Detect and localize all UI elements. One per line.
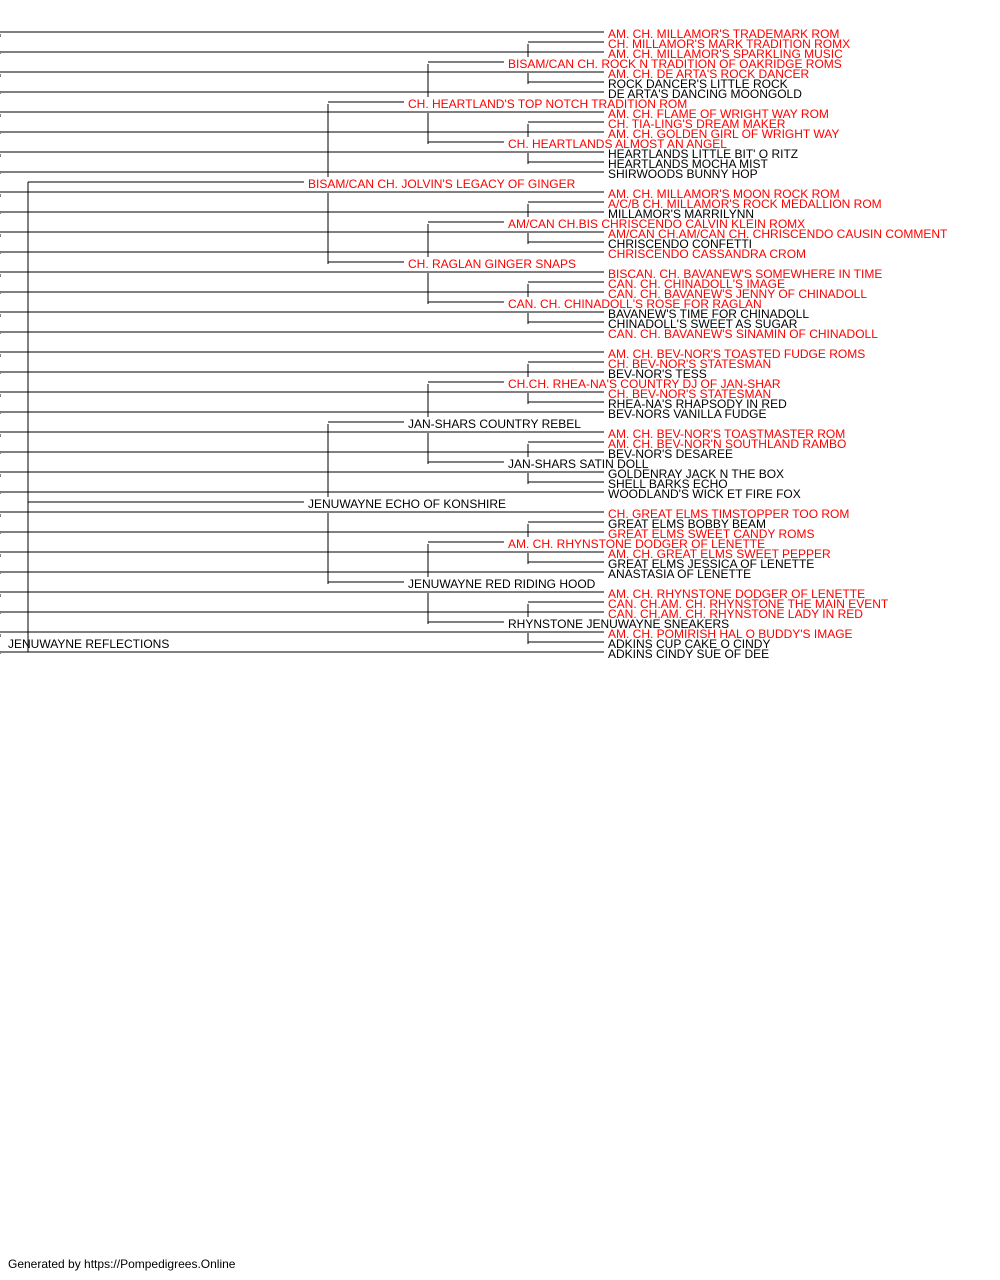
pedigree-name-sire-dam-sire: AM/CAN CH.BIS CHRISCENDO CALVIN KLEIN RO… bbox=[508, 217, 805, 231]
pedigree-name-dam-sire-sire-sire-dam: BEV-NOR'S TESS bbox=[608, 367, 707, 381]
pedigree-name-dam-sire-dam-dam-dam: WOODLAND'S WICK ET FIRE FOX bbox=[608, 487, 801, 501]
pedigree-name-dam-sire-sire-dam-dam: BEV-NORS VANILLA FUDGE bbox=[608, 407, 767, 421]
pedigree-name-dam-dam-dam: RHYNSTONE JENUWAYNE SNEAKERS bbox=[508, 617, 729, 631]
pedigree-name-dam-sire-dam-dam-sire: GOLDENRAY JACK N THE BOX bbox=[608, 467, 784, 481]
pedigree-name-dam-sire-sire-sire-sire: AM. CH. BEV-NOR'S TOASTED FUDGE ROMS bbox=[608, 347, 865, 361]
pedigree-name-sire-dam-sire-sire-sire: AM. CH. MILLAMOR'S MOON ROCK ROM bbox=[608, 187, 840, 201]
pedigree-name-dam-sire-dam: JAN-SHARS SATIN DOLL bbox=[508, 457, 649, 471]
pedigree-name-sire-dam-dam-dam-sire: BAVANEW'S TIME FOR CHINADOLL bbox=[608, 307, 809, 321]
pedigree-name-sire-sire-dam-sire-sire: AM. CH. FLAME OF WRIGHT WAY ROM bbox=[608, 107, 829, 121]
pedigree-name-dam-sire-dam-sire: AM. CH. BEV-NOR'N SOUTHLAND RAMBO bbox=[608, 437, 846, 451]
pedigree-name-dam-sire-dam-sire-dam: BEV-NOR'S DESAREE bbox=[608, 447, 733, 461]
pedigree-name-sire-dam-sire-dam: CHRISCENDO CONFETTI bbox=[608, 237, 752, 251]
pedigree-name-sire-dam-sire-dam-sire: AM/CAN CH.AM/CAN CH. CHRISCENDO CAUSIN C… bbox=[608, 227, 948, 241]
pedigree-name-dam-dam-dam-dam-sire: AM. CH. POMIRISH HAL O BUDDY'S IMAGE bbox=[608, 627, 853, 641]
pedigree-name-sire-dam: CH. RAGLAN GINGER SNAPS bbox=[408, 257, 576, 271]
pedigree-name-sire-dam-dam-sire: CAN. CH. CHINADOLL'S IMAGE bbox=[608, 277, 785, 291]
pedigree-name-sire-sire-dam: CH. HEARTLANDS ALMOST AN ANGEL bbox=[508, 137, 727, 151]
pedigree-name-sire-sire-sire: BISAM/CAN CH. ROCK N TRADITION OF OAKRID… bbox=[508, 57, 842, 71]
pedigree-name-sire-dam-dam-sire-dam: CAN. CH. BAVANEW'S JENNY OF CHINADOLL bbox=[608, 287, 867, 301]
pedigree-name-dam-sire: JAN-SHARS COUNTRY REBEL bbox=[408, 417, 581, 431]
pedigree-name-sire-dam-sire-dam-dam: CHRISCENDO CASSANDRA CROM bbox=[608, 247, 806, 261]
pedigree-name-sire-dam-sire-sire: A/C/B CH. MILLAMOR'S ROCK MEDALLION ROM bbox=[608, 197, 882, 211]
pedigree-name-sire-sire-dam-sire-dam: AM. CH. GOLDEN GIRL OF WRIGHT WAY bbox=[608, 127, 839, 141]
pedigree-name-sire: BISAM/CAN CH. JOLVIN'S LEGACY OF GINGER bbox=[308, 177, 576, 191]
pedigree-name-dam-dam-sire-dam-dam: ANASTASIA OF LENETTE bbox=[608, 567, 751, 581]
pedigree-name-dam-sire-dam-sire-sire: AM. CH. BEV-NOR'S TOASTMASTER ROM bbox=[608, 427, 845, 441]
pedigree-name-subject: JENUWAYNE REFLECTIONS bbox=[8, 637, 169, 651]
pedigree-name-dam-dam-sire-sire-sire: CH. GREAT ELMS TIMSTOPPER TOO ROM bbox=[608, 507, 849, 521]
pedigree-name-dam-sire-sire-dam-sire: CH. BEV-NOR'S STATESMAN bbox=[608, 387, 771, 401]
pedigree-name-sire-sire-sire-sire-dam: AM. CH. MILLAMOR'S SPARKLING MUSIC bbox=[608, 47, 843, 61]
pedigree-name-dam-dam-dam-dam: ADKINS CUP CAKE O CINDY bbox=[608, 637, 770, 651]
pedigree-name-sire-sire-dam-dam-sire: HEARTLANDS LITTLE BIT' O RITZ bbox=[608, 147, 798, 161]
pedigree-name-sire-sire-dam-sire: CH. TIA-LING'S DREAM MAKER bbox=[608, 117, 786, 131]
pedigree-name-sire-dam-dam-sire-sire: BISCAN. CH. BAVANEW'S SOMEWHERE IN TIME bbox=[608, 267, 882, 281]
pedigree-name-sire-dam-sire-sire-dam: MILLAMOR'S MARRILYNN bbox=[608, 207, 754, 221]
footer-credit: Generated by https://Pompedigrees.Online bbox=[8, 1257, 236, 1271]
pedigree-name-dam-dam-sire: AM. CH. RHYNSTONE DODGER OF LENETTE bbox=[508, 537, 765, 551]
pedigree-name-sire-sire-sire-dam-sire: AM. CH. DE ARTA'S ROCK DANCER bbox=[608, 67, 810, 81]
pedigree-name-sire-sire-sire-sire-sire: AM. CH. MILLAMOR'S TRADEMARK ROM bbox=[608, 27, 839, 41]
pedigree-name-dam-dam-dam-dam-dam: ADKINS CINDY SUE OF DEE bbox=[608, 647, 769, 661]
pedigree-name-dam-dam-sire-dam-sire: AM. CH. GREAT ELMS SWEET PEPPER bbox=[608, 547, 831, 561]
pedigree-name-dam-dam: JENUWAYNE RED RIDING HOOD bbox=[408, 577, 596, 591]
pedigree-name-sire-sire-sire-sire: CH. MILLAMOR'S MARK TRADITION ROMX bbox=[608, 37, 850, 51]
pedigree-name-sire-dam-dam: CAN. CH. CHINADOLL'S ROSE FOR RAGLAN bbox=[508, 297, 762, 311]
pedigree-name-dam-dam-dam-sire-sire: AM. CH. RHYNSTONE DODGER OF LENETTE bbox=[608, 587, 865, 601]
pedigree-name-sire-dam-dam-dam-dam: CAN. CH. BAVANEW'S SINAMIN OF CHINADOLL bbox=[608, 327, 878, 341]
pedigree-name-sire-sire-dam-dam: HEARTLANDS MOCHA MIST bbox=[608, 157, 768, 171]
pedigree-name-dam-sire-sire-sire: CH. BEV-NOR'S STATESMAN bbox=[608, 357, 771, 371]
pedigree-name-dam-sire-sire: CH.CH. RHEA-NA'S COUNTRY DJ OF JAN-SHAR bbox=[508, 377, 781, 391]
pedigree-name-sire-sire: CH. HEARTLAND'S TOP NOTCH TRADITION ROM bbox=[408, 97, 687, 111]
pedigree-name-dam-dam-sire-sire-dam: GREAT ELMS SWEET CANDY ROMS bbox=[608, 527, 814, 541]
pedigree-name-dam-sire-dam-dam: SHELL BARKS ECHO bbox=[608, 477, 728, 491]
pedigree-name-sire-sire-dam-dam-dam: SHIRWOODS BUNNY HOP bbox=[608, 167, 758, 181]
pedigree-name-dam-dam-dam-sire: CAN. CH.AM. CH. RHYNSTONE THE MAIN EVENT bbox=[608, 597, 889, 611]
pedigree-name-dam-sire-sire-dam: RHEA-NA'S RHAPSODY IN RED bbox=[608, 397, 787, 411]
pedigree-name-sire-sire-sire-dam: ROCK DANCER'S LITTLE ROCK bbox=[608, 77, 788, 91]
pedigree-name-dam: JENUWAYNE ECHO OF KONSHIRE bbox=[308, 497, 506, 511]
pedigree-name-dam-dam-sire-dam: GREAT ELMS JESSICA OF LENETTE bbox=[608, 557, 814, 571]
pedigree-name-dam-dam-dam-sire-dam: CAN. CH.AM. CH. RHYNSTONE LADY IN RED bbox=[608, 607, 863, 621]
pedigree-name-dam-dam-sire-sire: GREAT ELMS BOBBY BEAM bbox=[608, 517, 766, 531]
pedigree-name-sire-dam-dam-dam: CHINADOLL'S SWEET AS SUGAR bbox=[608, 317, 798, 331]
pedigree-name-sire-sire-sire-dam-dam: DE ARTA'S DANCING MOONGOLD bbox=[608, 87, 802, 101]
